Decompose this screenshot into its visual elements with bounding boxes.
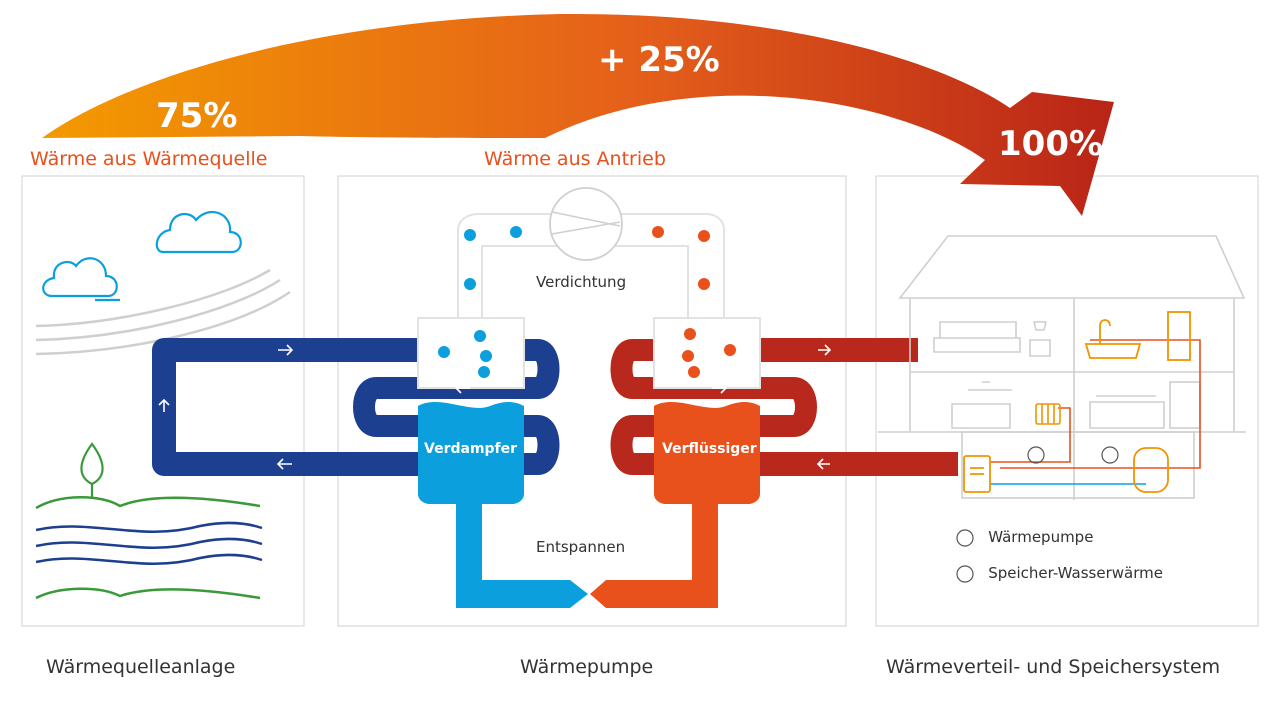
source-system-caption: Wärmequelleanlage (46, 656, 236, 678)
cloud-icon (42, 210, 242, 302)
storage-tank-icon (1133, 447, 1169, 493)
bathtub-icon (1084, 311, 1191, 361)
compression-label: Verdichtung (536, 273, 627, 291)
condenser-label: Verflüssiger (662, 441, 757, 457)
evaporator-label: Verdampfer (424, 441, 518, 457)
distribution-caption: Wärmeverteil- und Speichersystem (886, 656, 1221, 678)
marker-2: ② (1103, 445, 1116, 461)
source-heat-header: Wärme aus Wärmequelle (30, 148, 268, 170)
evaporator-coil (353, 339, 560, 475)
cold-refrigerant-dots (438, 226, 522, 378)
house-icon (878, 235, 1246, 500)
drive-percentage: + 25% (598, 40, 720, 80)
ground-lines-icon (35, 496, 263, 600)
refrigerant-circuit (457, 213, 725, 319)
heat-pump-unit-icon (963, 455, 991, 493)
legend-item-1: ① Wärmepumpe (958, 528, 1093, 546)
marker-1-circle (1027, 446, 1045, 464)
expansion-label: Entspannen (536, 538, 626, 556)
legend-label-2: Speicher-Wasserwärme (988, 564, 1163, 582)
flow-arrows (158, 344, 832, 470)
legend-label-1: Wärmepumpe (988, 528, 1094, 546)
condenser-block (654, 401, 760, 504)
radiator-icon (1035, 403, 1061, 425)
source-percentage: 75% (156, 96, 238, 136)
marker-1: ① (1029, 445, 1042, 461)
evaporator-block (418, 401, 524, 504)
evaporator-chamber (417, 317, 525, 389)
legend-marker-1: ① (958, 528, 971, 546)
legend-marker-1-circle (956, 529, 974, 547)
expansion-pipe-cold (456, 504, 588, 608)
compressor-icon (549, 187, 623, 261)
total-percentage: 100% (998, 124, 1104, 164)
expansion-pipe-hot (590, 504, 718, 608)
heatpump-caption: Wärmepumpe (520, 656, 654, 678)
condenser-coil (610, 339, 817, 475)
drive-heat-header: Wärme aus Antrieb (484, 148, 666, 170)
marker-2-circle (1101, 446, 1119, 464)
condenser-chamber (653, 317, 761, 389)
plant-icon (80, 442, 104, 498)
heating-pipes (990, 339, 1201, 485)
hot-refrigerant-dots (652, 226, 736, 378)
legend-item-2: ② Speicher-Wasserwärme (958, 564, 1163, 582)
energy-flow-arrow (42, 13, 1114, 217)
legend-marker-2-circle (956, 565, 974, 583)
wind-lines-icon (35, 268, 291, 356)
legend-marker-2: ② (958, 564, 971, 582)
